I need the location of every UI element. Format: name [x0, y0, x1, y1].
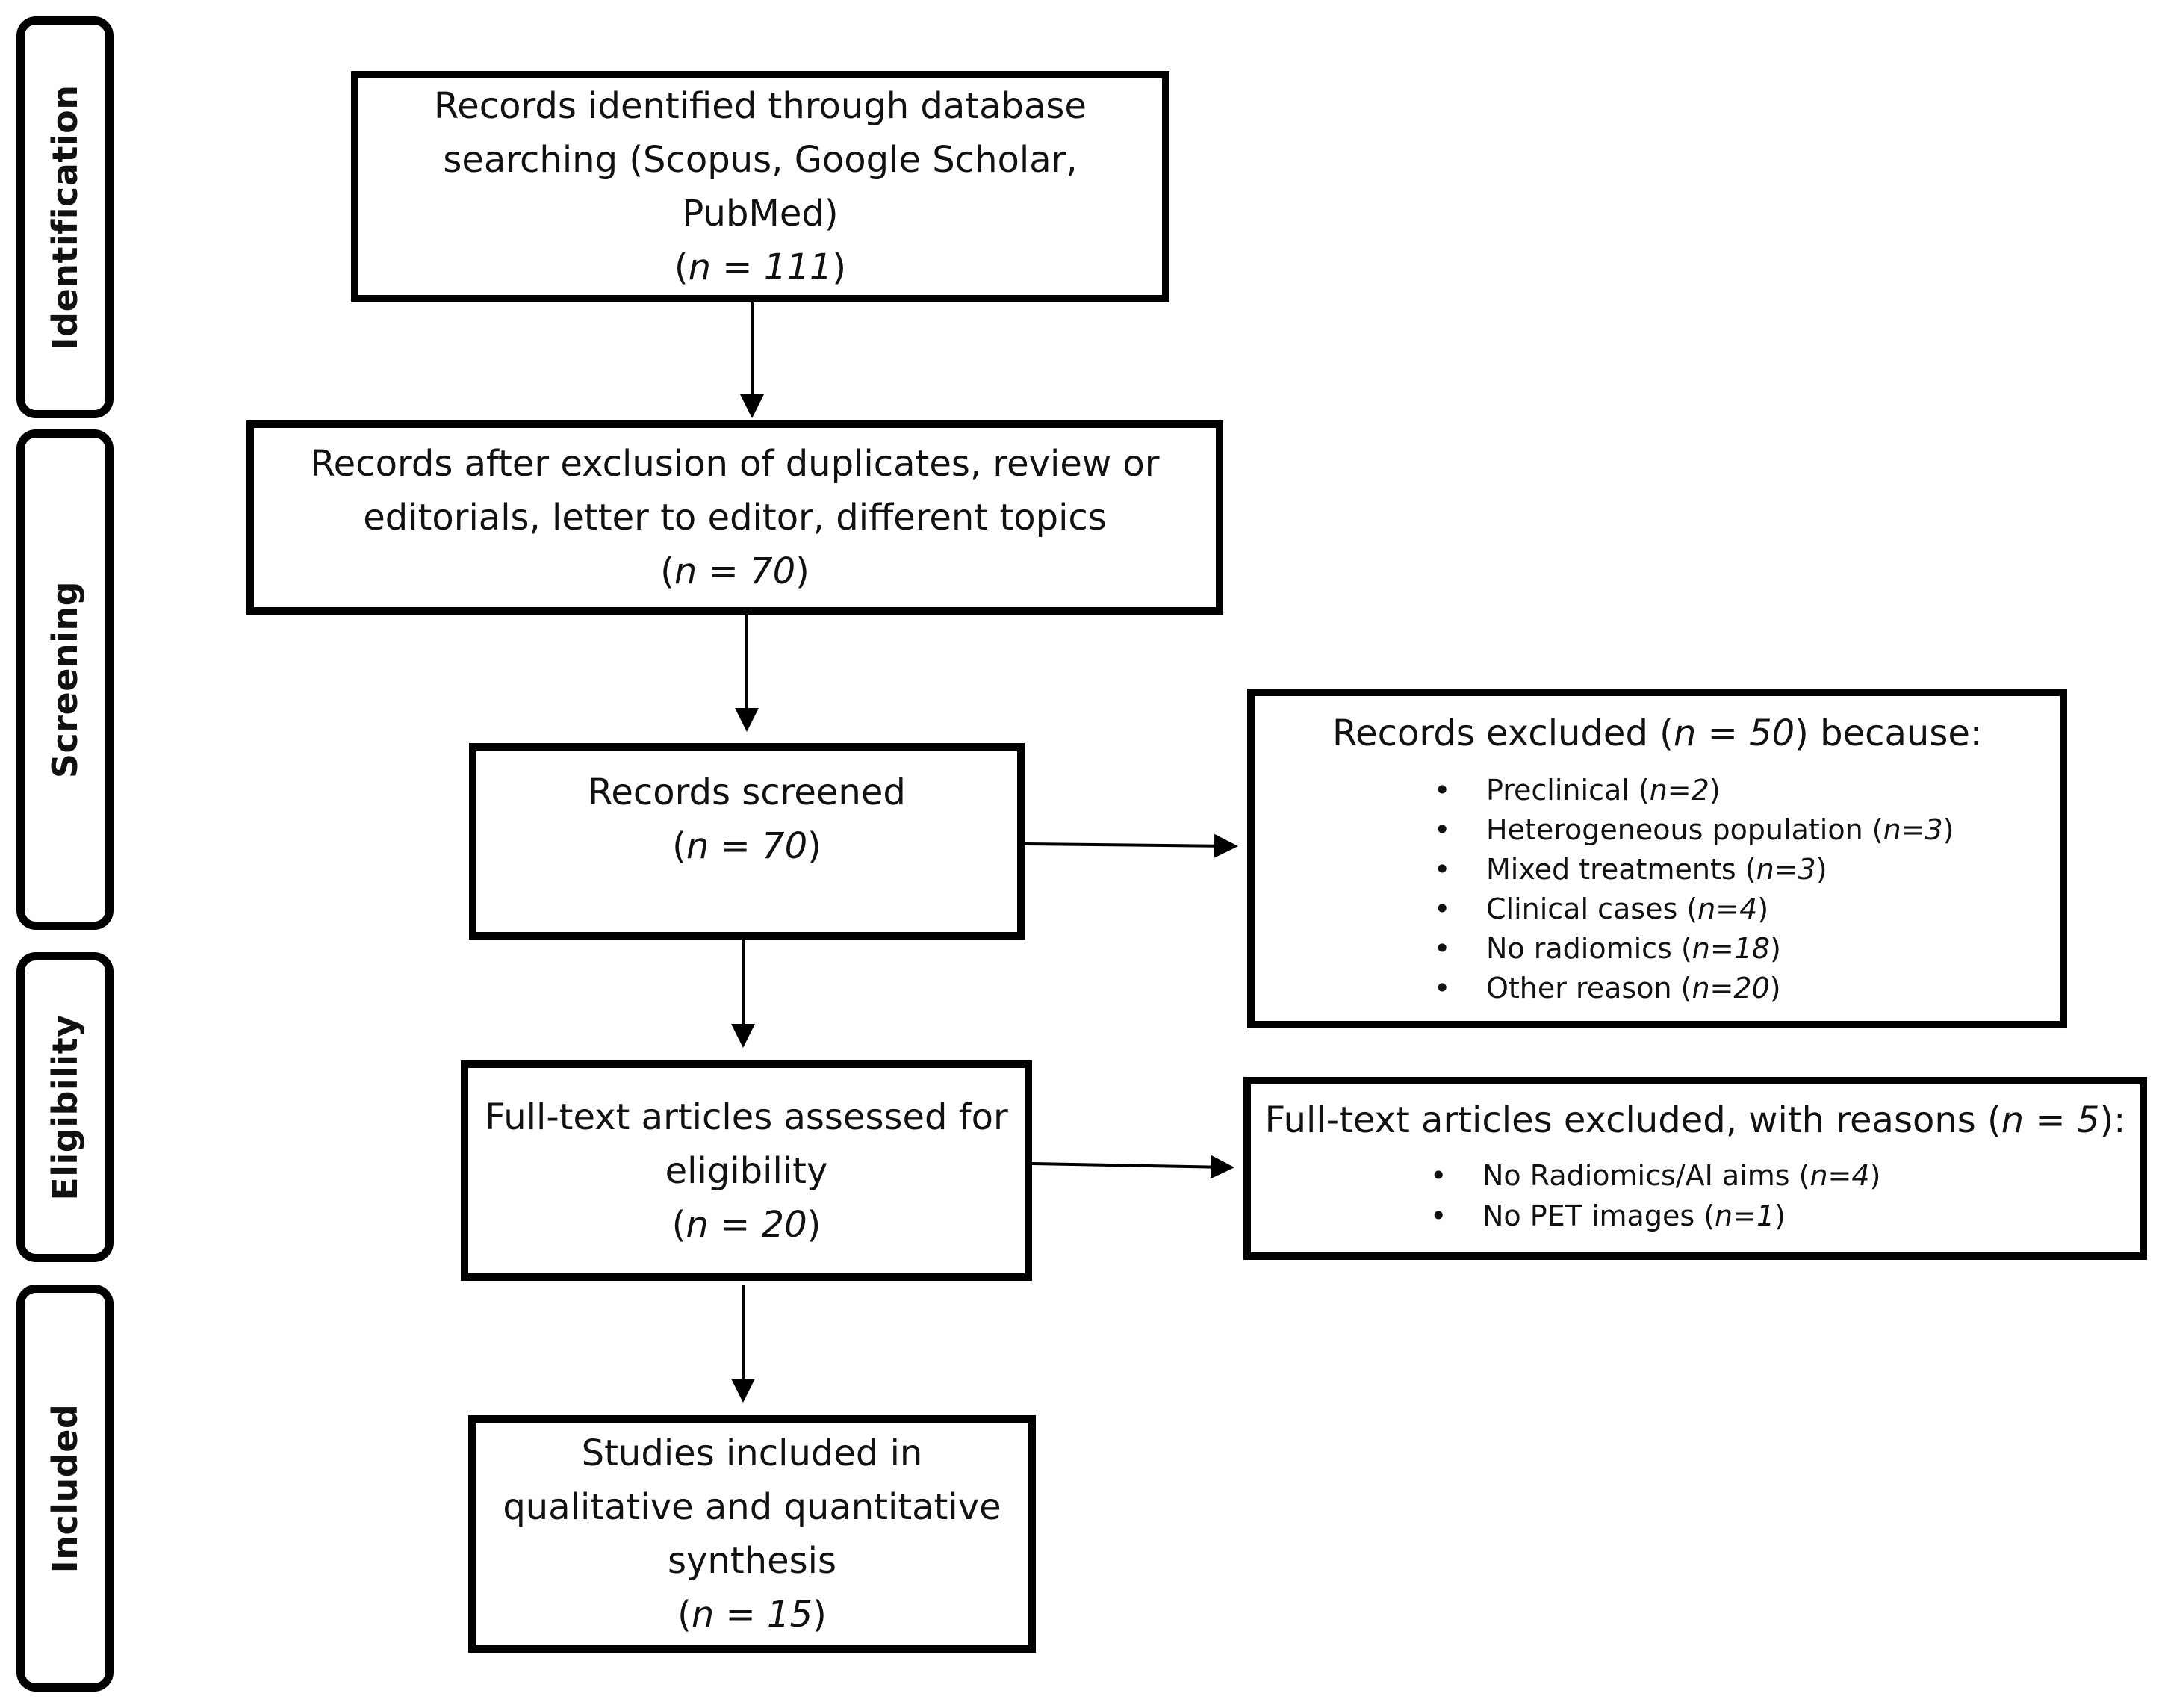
phase-eligibility: Eligibility — [16, 952, 114, 1262]
fulltext-count: (n = 20) — [671, 1203, 821, 1246]
records-identified-line-2: searching (Scopus, Google Scholar, — [443, 139, 1078, 181]
box-records-identified: Records identified through database sear… — [351, 71, 1169, 302]
box-fulltext-excluded: Full-text articles excluded, with reason… — [1243, 1077, 2147, 1260]
excluded-reason-no-radiomics: No radiomics (n=18) — [1434, 929, 1954, 969]
excluded-reason-heterogeneous-population: Heterogeneous population (n=3) — [1434, 810, 1954, 850]
screened-n: n = 70 — [686, 825, 808, 867]
records-excluded-title: Records excluded (n = 50) because: — [1332, 712, 1983, 754]
after-exclusion-n: n = 70 — [674, 550, 796, 592]
phase-screening: Screening — [16, 429, 114, 930]
included-line-2: qualitative and quantitative — [503, 1486, 1001, 1528]
box-records-excluded: Records excluded (n = 50) because: Precl… — [1247, 689, 2067, 1028]
arrow-fulltext-to-fulltext-excluded — [1031, 1155, 1234, 1179]
records-excluded-reasons: Preclinical (n=2) Heterogeneous populati… — [1434, 771, 1954, 1008]
fulltext-reason-no-radiomics-ai: No Radiomics/AI aims (n=4) — [1430, 1155, 1880, 1196]
excluded-reason-clinical-cases: Clinical cases (n=4) — [1434, 889, 1954, 929]
after-exclusion-line-1: Records after exclusion of duplicates, r… — [310, 443, 1160, 485]
records-excluded-n: n = 50 — [1673, 712, 1795, 754]
screened-line-1: Records screened — [588, 771, 906, 813]
excluded-reason-mixed-treatments: Mixed treatments (n=3) — [1434, 850, 1954, 889]
phase-included: Included — [16, 1285, 114, 1692]
records-identified-line-3: PubMed) — [682, 193, 839, 235]
arrow-screened-to-records-excluded — [1024, 833, 1238, 858]
excluded-reason-other: Other reason (n=20) — [1434, 969, 1954, 1008]
excluded-reason-preclinical: Preclinical (n=2) — [1434, 771, 1954, 810]
records-identified-count: (n = 111) — [674, 246, 847, 288]
screened-count: (n = 70) — [672, 825, 821, 867]
after-exclusion-count: (n = 70) — [660, 550, 810, 592]
fulltext-line-2: eligibility — [665, 1149, 828, 1192]
fulltext-n: n = 20 — [686, 1203, 807, 1246]
fulltext-reason-no-pet-images: No PET images (n=1) — [1430, 1196, 1880, 1236]
included-line-1: Studies included in — [581, 1432, 923, 1474]
included-line-3: synthesis — [668, 1540, 836, 1582]
included-count: (n = 15) — [677, 1594, 827, 1636]
box-records-screened: Records screened (n = 70) — [469, 743, 1025, 940]
fulltext-excluded-n: n = 5 — [2001, 1099, 2100, 1141]
phase-identification: Identification — [16, 16, 114, 418]
fulltext-excluded-title: Full-text articles excluded, with reason… — [1264, 1099, 2126, 1141]
fulltext-excluded-reasons: No Radiomics/AI aims (n=4) No PET images… — [1430, 1155, 1880, 1236]
records-identified-n: n = 111 — [688, 246, 833, 288]
box-fulltext-assessed: Full-text articles assessed for eligibil… — [461, 1060, 1032, 1281]
included-n: n = 15 — [691, 1594, 813, 1636]
after-exclusion-line-2: editorials, letter to editor, different … — [363, 497, 1107, 538]
records-identified-line-1: Records identified through database — [434, 85, 1087, 127]
box-records-after-exclusion: Records after exclusion of duplicates, r… — [246, 420, 1223, 615]
fulltext-line-1: Full-text articles assessed for — [485, 1096, 1008, 1138]
box-studies-included: Studies included in qualitative and quan… — [468, 1415, 1036, 1653]
